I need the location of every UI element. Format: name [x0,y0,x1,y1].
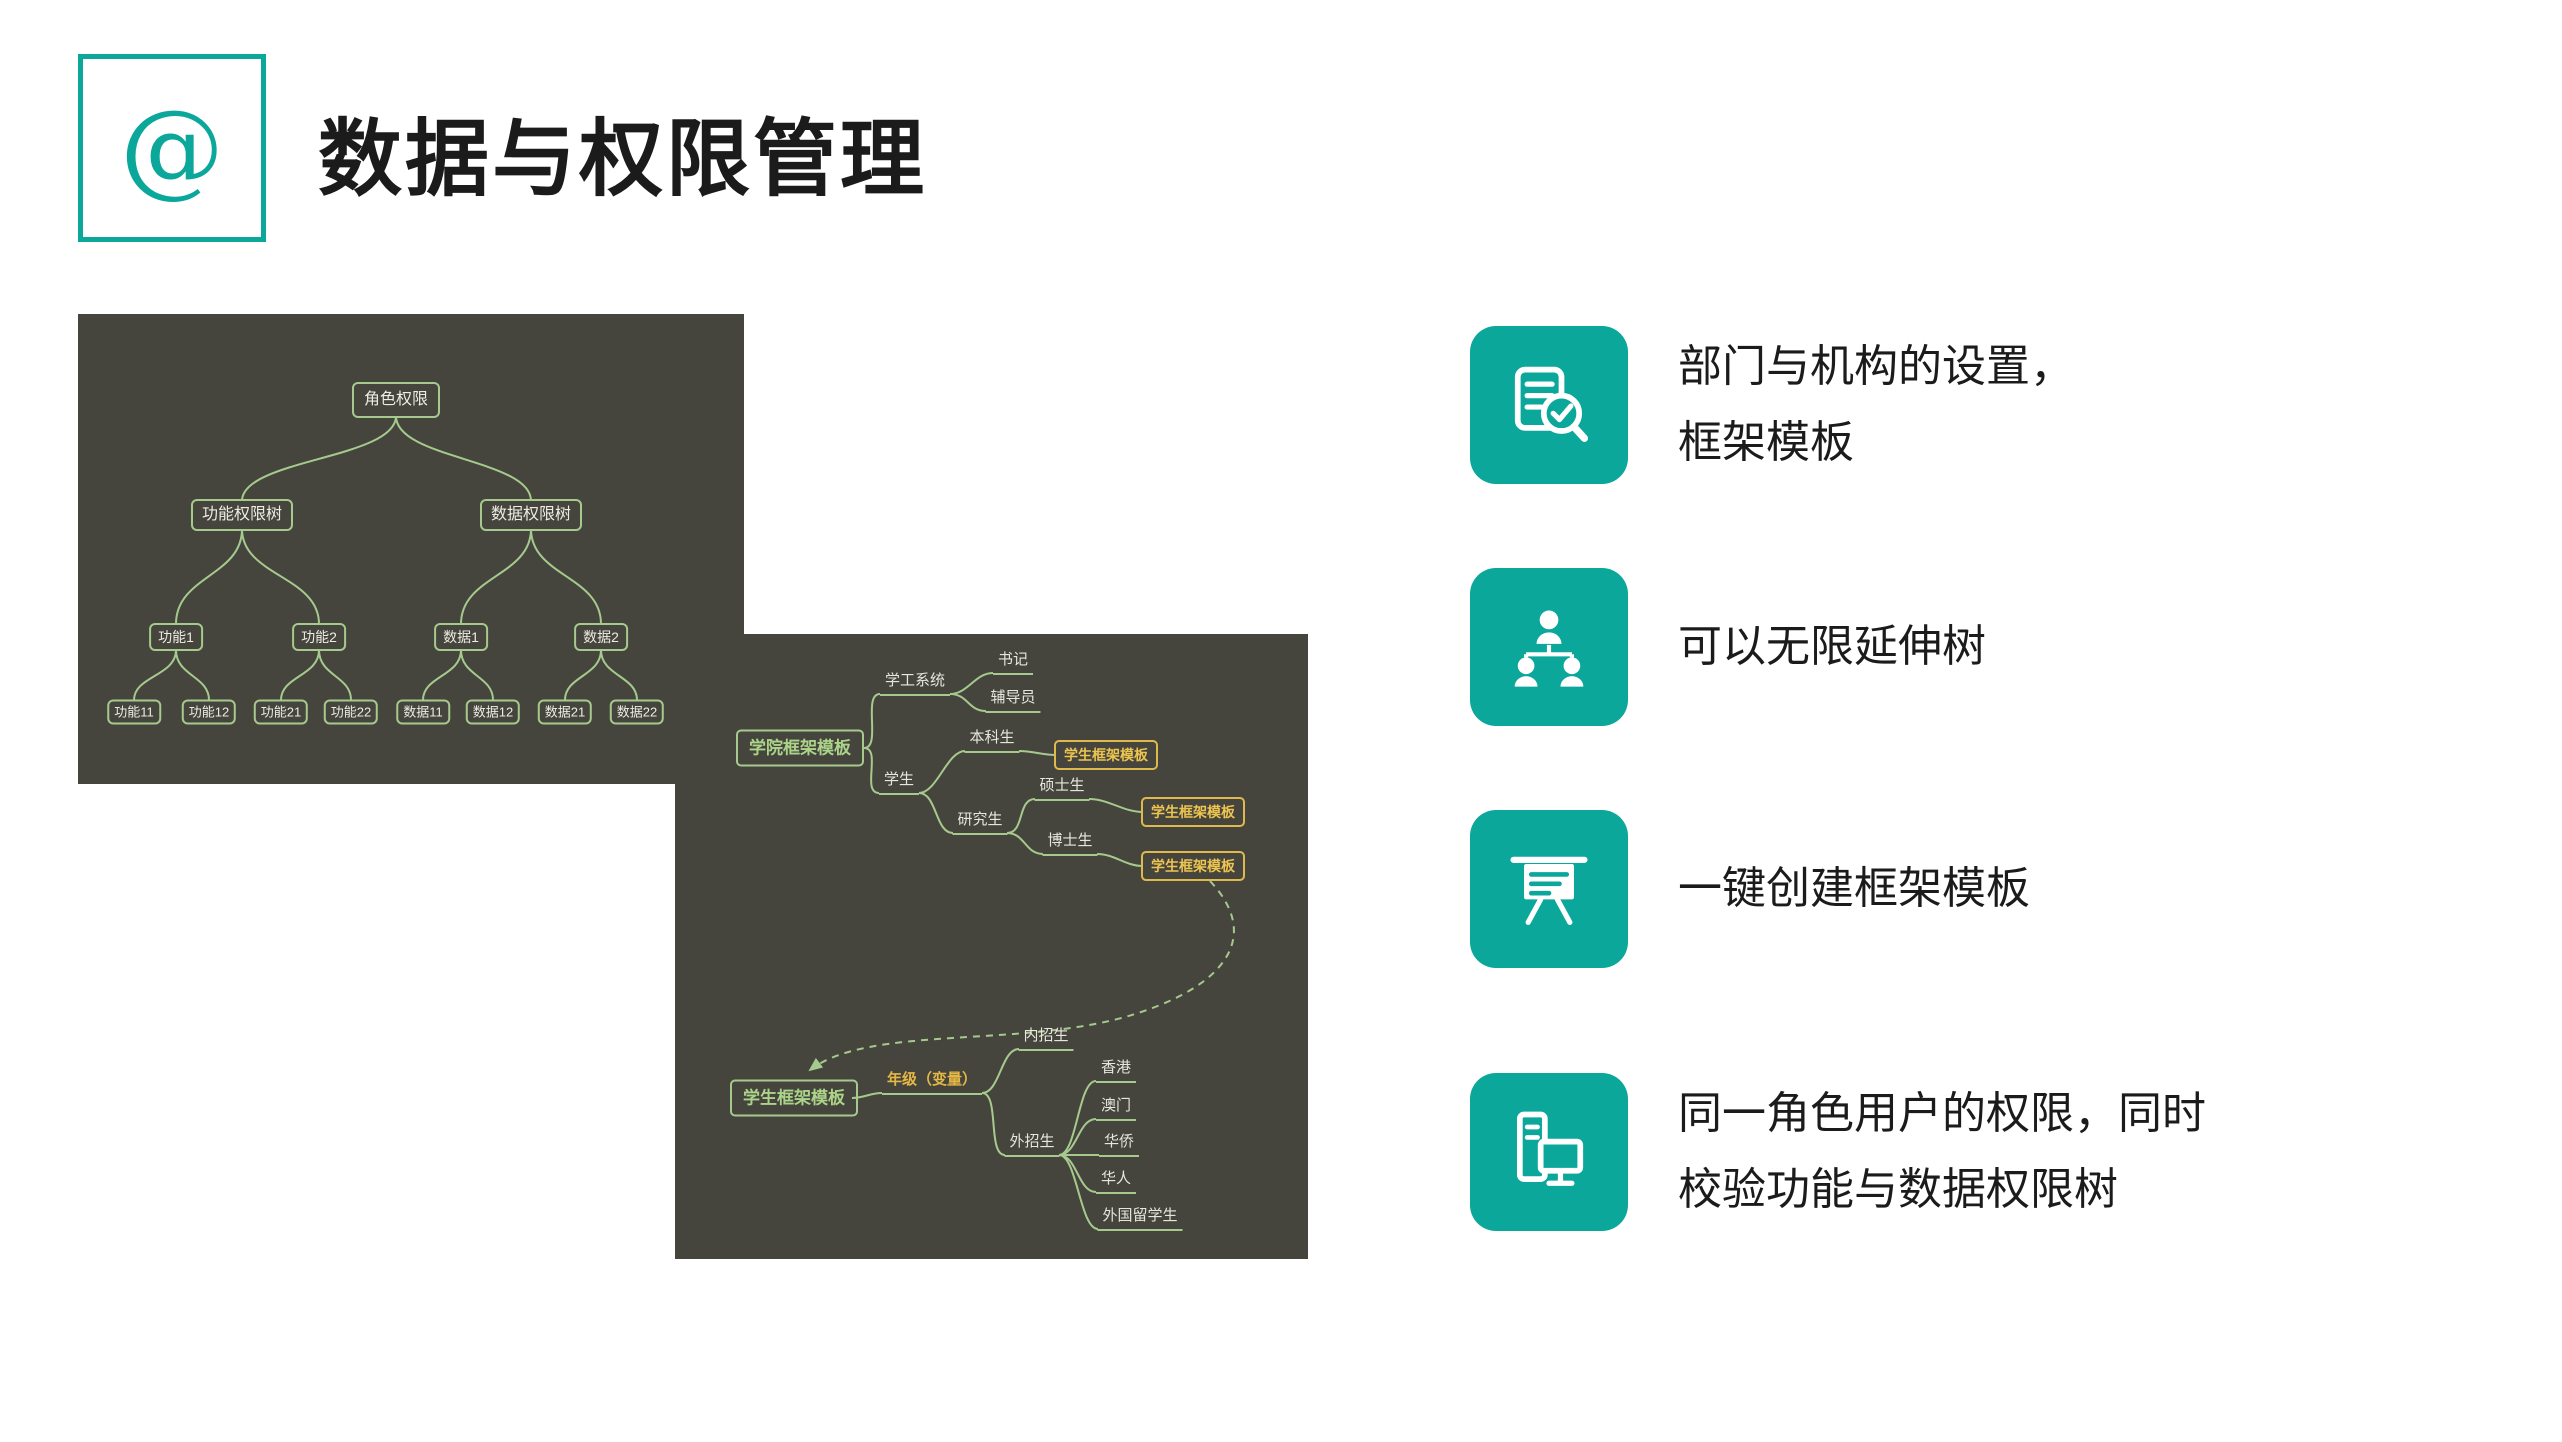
org-tree-icon [1470,568,1628,726]
node-student-template-3: 学生框架模板 [1141,851,1245,881]
tree-node-role-permission: 角色权限 [351,382,441,418]
tree-node-data1: 数据1 [434,623,488,651]
tree-node-function2: 功能2 [292,623,346,651]
node-external-admission: 外招生 [1004,1131,1060,1157]
tree-node-function-tree: 功能权限树 [190,499,294,531]
feature-text-role-verify: 同一角色用户的权限，同时 校验功能与数据权限树 [1678,1089,2206,1214]
tree-node-data11: 数据11 [396,699,450,725]
node-hongkong: 香港 [1095,1057,1137,1083]
tree-node-data12: 数据12 [465,699,521,725]
presentation-board-icon [1470,810,1628,968]
node-undergraduate: 本科生 [964,727,1020,753]
feature-row-role-verify: 同一角色用户的权限，同时 校验功能与数据权限树 [1470,1072,2206,1232]
permission-tree-panel: 角色权限 功能权限树 数据权限树 功能1 功能2 数据1 数据2 功能11 功能… [78,314,744,784]
feature-row-one-click: 一键创建框架模板 [1470,809,2030,969]
server-monitor-icon [1470,1073,1628,1231]
feature-row-extend-tree: 可以无限延伸树 [1470,567,1986,727]
framework-template-panel: 学院框架模板 学工系统 书记 辅导员 本科生 学生框架模板 学生 硕士生 学生框… [675,634,1308,1259]
document-check-icon [1470,326,1628,484]
node-grade-variable: 年级（变量） [881,1069,983,1095]
node-college-template: 学院框架模板 [736,729,864,767]
node-secretary: 书记 [992,649,1034,675]
tree-node-function11: 功能11 [107,699,161,725]
at-symbol-box: @ [78,54,266,242]
node-student-affairs: 学工系统 [879,670,951,696]
feature-row-departments: 部门与机构的设置， 框架模板 [1470,325,2074,485]
tree-node-data21: 数据21 [537,699,593,725]
feature-text-one-click: 一键创建框架模板 [1678,864,2030,914]
tree-node-function12: 功能12 [181,699,237,725]
at-symbol: @ [120,87,224,209]
node-ethnic-chinese: 华人 [1095,1168,1137,1194]
node-graduate: 研究生 [952,809,1008,835]
node-macau: 澳门 [1095,1095,1137,1121]
tree-node-function1: 功能1 [149,623,203,651]
node-overseas-chinese: 华侨 [1098,1131,1140,1157]
node-student-template-main: 学生框架模板 [730,1079,858,1117]
tree-node-data22: 数据22 [609,699,665,725]
tree-node-function22: 功能22 [323,699,379,725]
feature-text-extend-tree: 可以无限延伸树 [1678,622,1986,672]
node-student-template-1: 学生框架模板 [1054,740,1158,770]
node-foreign-students: 外国留学生 [1097,1205,1183,1231]
node-doctor: 博士生 [1042,830,1098,856]
page-title: 数据与权限管理 [318,112,928,206]
node-student: 学生 [878,769,920,795]
tree-node-data2: 数据2 [574,623,628,651]
feature-text-departments: 部门与机构的设置， 框架模板 [1678,342,2074,467]
node-master: 硕士生 [1034,775,1090,801]
tree-node-data-tree: 数据权限树 [479,499,583,531]
tree-node-function21: 功能21 [253,699,309,725]
node-counselor: 辅导员 [985,687,1041,713]
node-internal-admission: 内招生 [1018,1025,1074,1051]
node-student-template-2: 学生框架模板 [1141,797,1245,827]
